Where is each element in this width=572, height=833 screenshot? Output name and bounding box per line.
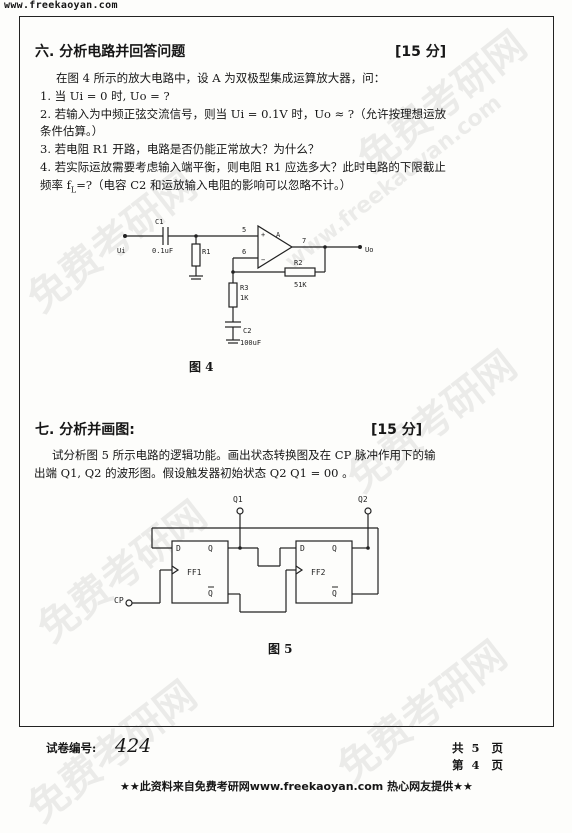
- r3-label: R3: [240, 284, 248, 292]
- r3-value: 1K: [240, 294, 249, 302]
- figure-4-circuit: C1 0.1uF Ui R1 5 6 7 + − A R2 51K Uo R3 …: [114, 218, 379, 613]
- fl-subscript: L: [70, 185, 77, 195]
- c2-label: C2: [243, 327, 251, 335]
- question-3: 3. 若电阻 R1 开路，电路是否仍能正常放大？为什么？: [40, 142, 320, 156]
- ff1-d-label: D: [176, 544, 181, 553]
- section6-title: 六. 分析电路并回答问题: [35, 44, 186, 60]
- question-2-line2: 条件估算。）: [40, 124, 104, 138]
- page-number: 第 4 页: [452, 758, 504, 772]
- r2-value: 51K: [294, 281, 307, 289]
- total-pages: 共 5 页: [452, 741, 504, 755]
- exam-number-label: 试卷编号:: [46, 741, 97, 755]
- pin5-label: 5: [242, 226, 246, 234]
- ui-label: Ui: [117, 247, 125, 255]
- question-2-line1: 2. 若输入为中频正弦交流信号，则当 Ui = 0.1V 时，Uo ≈ ?（允许…: [40, 107, 447, 121]
- question-1: 1. 当 Ui = 0 时, Uo = ?: [40, 89, 170, 103]
- ff2-qbar-label: Q: [332, 589, 337, 598]
- ff2-label: FF2: [311, 568, 326, 577]
- ff1-qbar-label: Q: [208, 589, 213, 598]
- plus-label: +: [261, 231, 265, 239]
- header-url: www.freekaoyan.com: [4, 0, 118, 11]
- cp-label: CP: [114, 596, 124, 605]
- c1-label: C1: [155, 218, 163, 226]
- ff2-q-label: Q: [332, 544, 337, 553]
- amp-label: A: [276, 231, 281, 239]
- section6-score: [15 分]: [395, 44, 447, 60]
- figure-5-caption: 图 5: [268, 642, 293, 656]
- r1-label: R1: [202, 248, 210, 256]
- q1-terminal-label: Q1: [233, 495, 243, 504]
- question-4-line2: 频率 fL=?（电容 C2 和运放输入电阻的影响可以忽略不计。）: [40, 176, 351, 199]
- pin7-label: 7: [302, 237, 306, 245]
- c2-value: 100uF: [240, 339, 261, 347]
- r2-label: R2: [294, 259, 302, 267]
- section7-title: 七. 分析并画图:: [35, 422, 135, 438]
- section7-score: [15 分]: [371, 422, 423, 438]
- section7-line2: 出端 Q1, Q2 的波形图。假设触发器初始状态 Q2 Q1 = 00 。: [34, 466, 354, 480]
- ff1-label: FF1: [187, 568, 202, 577]
- exam-number-value: 424: [115, 735, 152, 757]
- ff1-q-label: Q: [208, 544, 213, 553]
- question-4-line2-rest: =?（电容 C2 和运放输入电阻的影响可以忽略不计。）: [76, 178, 352, 192]
- q2-terminal-label: Q2: [358, 495, 368, 504]
- ff2-d-label: D: [300, 544, 305, 553]
- question-4-line1: 4. 若实际运放需要考虑输入端平衡，则电阻 R1 应选多大？此时电路的下限截止: [40, 160, 446, 174]
- page-frame: [19, 16, 554, 727]
- pin6-label: 6: [242, 248, 246, 256]
- section7-line1: 试分析图 5 所示电路的逻辑功能。画出状态转换图及在 CP 脉冲作用下的输: [52, 448, 436, 462]
- uo-label: Uo: [365, 246, 373, 254]
- fl-symbol: 频率 f: [40, 178, 71, 192]
- minus-label: −: [261, 256, 265, 264]
- c1-value: 0.1uF: [152, 247, 173, 255]
- bottom-banner: ★★此资料来自免费考研网www.freekaoyan.com 热心网友提供★★: [120, 780, 473, 793]
- section6-intro: 在图 4 所示的放大电路中，设 A 为双极型集成运算放大器，问：: [56, 71, 386, 85]
- figure-4-caption: 图 4: [189, 360, 214, 374]
